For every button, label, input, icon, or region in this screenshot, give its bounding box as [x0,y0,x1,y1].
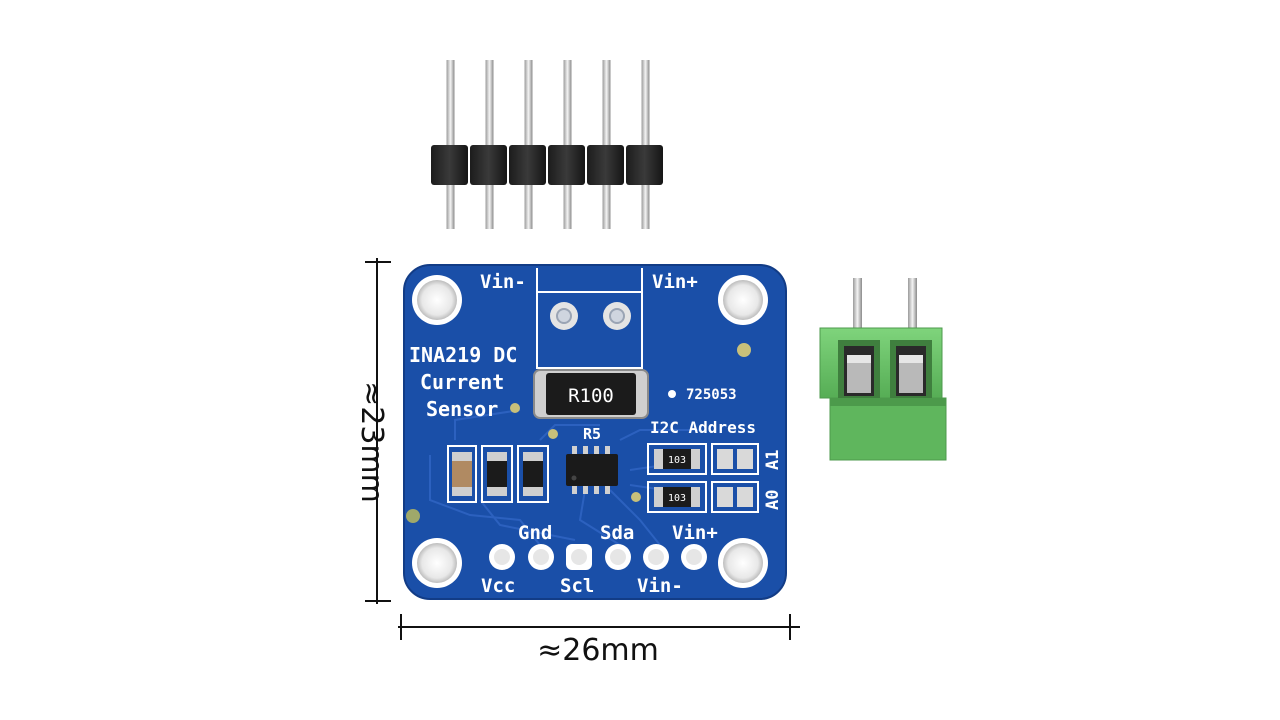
mounting-hole-bottom-left [412,538,462,588]
label-vin-plus-top: Vin+ [652,271,698,293]
height-dimension [365,258,391,604]
header-pin-housing [626,145,663,185]
smd-code-a1: 103 [668,455,686,466]
header-pin-housing [431,145,468,185]
pin-label-sda: Sda [600,522,634,544]
header-pin [485,60,494,229]
smd-capacitor [447,445,477,503]
width-dimension [398,614,800,640]
pin-header [431,60,663,229]
smd-resistor-2 [517,445,549,503]
shunt-resistor-label: R100 [568,385,614,407]
mounting-hole-bottom-right [718,538,768,588]
r5-label: R5 [583,425,601,443]
a0-label: A0 [763,490,783,510]
board-title-line-2: Current [420,370,504,394]
address-resistor-a1: 103 [647,443,707,475]
header-pin [641,60,650,229]
a1-label: A1 [763,450,783,470]
label-vin-minus-top: Vin- [480,271,526,293]
header-pads [489,544,707,570]
pin-label-vin-minus: Vin- [637,575,683,597]
board-title-line-3: Sensor [426,397,498,421]
ina219-board: Vin- Vin+ INA219 DC Current Sensor R100 … [403,264,787,600]
header-pin [602,60,611,229]
i2c-address-label: I2C Address [650,418,756,437]
terminal-pads [550,302,631,330]
header-pin-housing [470,145,507,185]
header-pin-housing [509,145,546,185]
smd-code-a0: 103 [668,493,686,504]
header-pin [524,60,533,229]
ina219-chip [566,446,618,494]
screw-slot-2 [890,340,932,398]
header-pin [446,60,455,229]
terminal-footprint [536,268,643,369]
pin-label-gnd: Gnd [518,522,552,544]
mounting-hole-top-left [412,275,462,325]
mounting-hole-top-right [718,275,768,325]
screw-slot-1 [838,340,880,398]
jumper-a0 [711,481,759,513]
header-pin-housing [587,145,624,185]
smd-resistor-1 [481,445,513,503]
shunt-resistor: R100 [533,369,649,419]
address-resistor-a0: 103 [647,481,707,513]
pin-label-scl: Scl [560,575,594,597]
jumper-a1 [711,443,759,475]
height-label: ≈23mm [354,381,389,503]
width-label: ≈26mm [537,633,659,668]
header-pin [563,60,572,229]
pin-label-vcc: Vcc [481,575,515,597]
pin-label-vin-plus: Vin+ [672,522,718,544]
board-title-line-1: INA219 DC [409,343,517,367]
screw-terminal-block [819,278,947,461]
part-number: 725053 [686,387,737,403]
header-pin-housing [548,145,585,185]
